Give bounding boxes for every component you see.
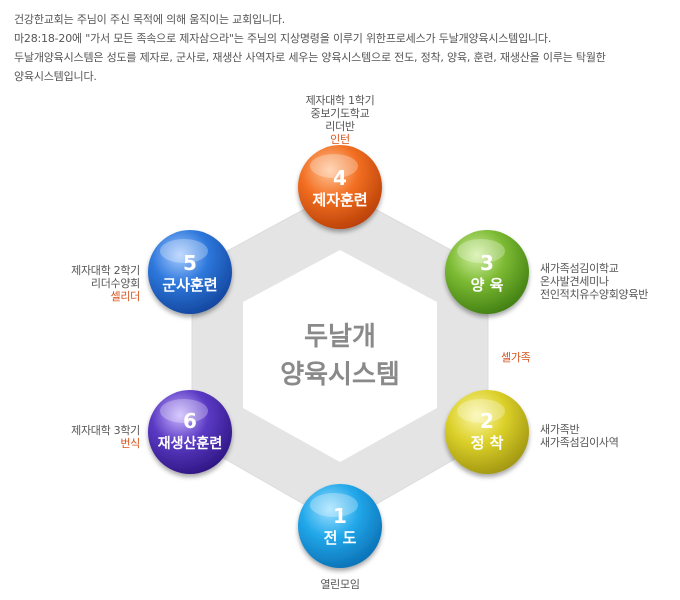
step-2-circle[interactable] [445,390,529,474]
intro-line-2: 마28:18-20에 "가서 모든 족속으로 제자삼으라"는 주님의 지상명령을… [14,32,552,45]
step-4-labels: 제자대학 1학기 중보기도학교 리더반 인턴 [280,94,400,146]
center-title-line-2: 양육시스템 [280,360,400,390]
step-5-label-1: 제자대학 2학기 [71,264,140,277]
step-4-highlight: 인턴 [330,133,350,146]
step-3-number: 3 [480,251,494,275]
step-2-label-2: 새가족섬김이사역 [540,436,619,449]
side-note: 셀가족 [501,351,531,364]
step-6-name: 재생산훈련 [158,435,222,452]
center-title-line-1: 두날개 [304,322,376,352]
step-5-number: 5 [183,251,197,275]
step-3-label-3: 전인적치유수양회양육반 [540,288,649,301]
step-5-highlight: 셀리더 [110,290,141,303]
step-5-circle[interactable] [148,230,232,314]
step-2-name: 정 착 [471,434,504,452]
step-6-number: 6 [183,409,197,433]
step-4-circle[interactable] [298,145,382,229]
step-4-label-1: 제자대학 1학기 [305,94,375,107]
step-1-labels: 열린모임 [280,578,400,591]
step-2-number: 2 [480,409,494,433]
step-6-circle[interactable] [148,390,232,474]
step-5-label-2: 리더수양회 [90,277,140,290]
intro-text: 건강한교회는 주님이 주신 목적에 의해 움직이는 교회입니다. 마28:18-… [14,10,664,86]
step-1-circle[interactable] [298,484,382,568]
step-4-name: 제자훈련 [312,191,367,209]
step-4-label-3: 리더반 [325,120,355,133]
step-1-name: 전 도 [324,529,357,547]
step-3-labels: 새가족섬김이학교 온사발견세미나 전인적치유수양회양육반 [540,262,675,301]
step-1-label-1: 열린모임 [320,578,360,591]
step-3-label-1: 새가족섬김이학교 [540,262,619,275]
hexagon-inner [243,250,437,462]
step-3-name: 양 육 [471,276,504,294]
step-6-labels: 제자대학 3학기 번식 [40,424,140,450]
step-4-label-2: 중보기도학교 [310,107,370,120]
step-6-highlight: 번식 [120,437,140,450]
step-1-number: 1 [333,504,347,528]
step-5-labels: 제자대학 2학기 리더수양회 셀리더 [40,264,140,303]
step-5-name: 군사훈련 [162,276,217,294]
step-3-circle[interactable] [445,230,529,314]
step-3-label-2: 온사발견세미나 [540,275,609,288]
intro-line-1: 건강한교회는 주님이 주신 목적에 의해 움직이는 교회입니다. [14,13,286,26]
step-2-label-1: 새가족반 [540,423,580,436]
step-4-number: 4 [333,166,347,190]
step-6-label-1: 제자대학 3학기 [71,424,140,437]
step-2-labels: 새가족반 새가족섬김이사역 [540,423,675,449]
intro-line-4: 양육시스템입니다. [14,70,97,83]
intro-line-3: 두날개양육시스템은 성도를 제자로, 군사로, 재생산 사역자로 세우는 양육시… [14,51,606,64]
